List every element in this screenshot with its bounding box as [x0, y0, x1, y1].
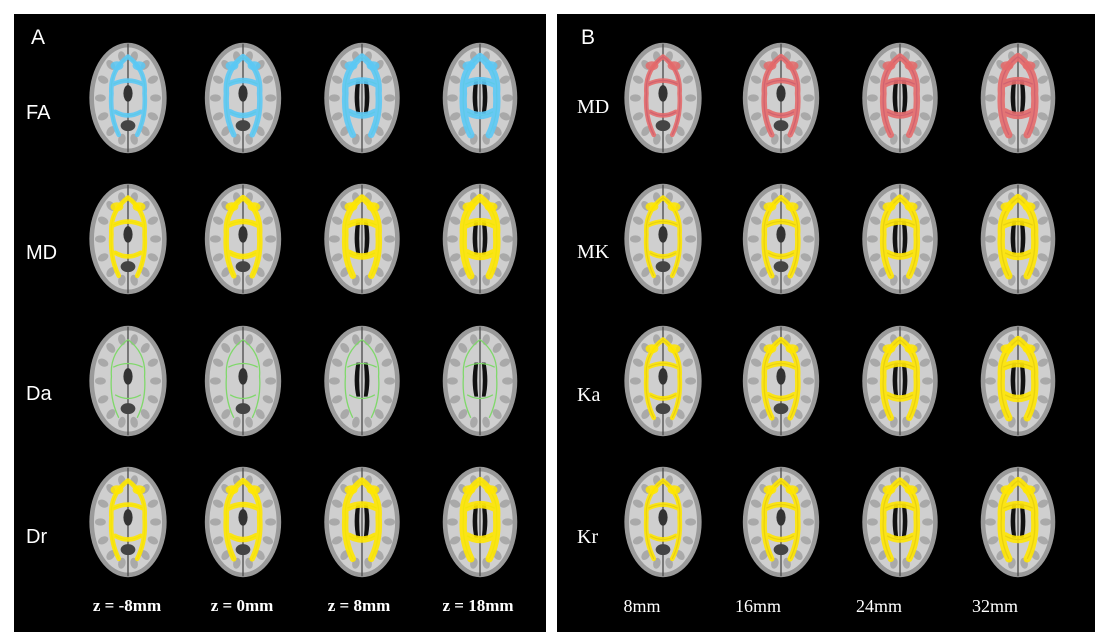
panel-a-row-label-md: MD: [26, 242, 58, 264]
panel-b: B MD MK Ka Kr 8mm 16mm 24mm 32mm: [557, 14, 1095, 632]
panel-b-slice-r2-c1: [617, 179, 709, 299]
panel-a-slice-r3-c2: [197, 321, 289, 441]
panel-a-slice-r1-c2: [197, 38, 289, 158]
panel-a-slice-r3-c4: [434, 321, 526, 441]
panel-b-slice-r4-c1: [617, 462, 709, 582]
panel-b-col-label-3: 24mm: [855, 596, 902, 616]
panel-b-slice-r3-c1: [617, 321, 709, 441]
panel-a-col-label-4: z = 18mm: [442, 596, 514, 615]
panel-b-col-label-2: 16mm: [734, 596, 781, 616]
panel-b-slice-r4-c4: [972, 462, 1064, 582]
panel-b-slice-r1-c4: [972, 38, 1064, 158]
panel-b-row-label-md: MD: [577, 96, 610, 118]
panel-b-slice-r3-c3: [854, 321, 946, 441]
panel-a-slice-r4-c1: [82, 462, 174, 582]
panel-a-row-label-fa: FA: [26, 102, 51, 124]
panel-b-slice-r3-c4: [972, 321, 1064, 441]
panel-a-slice-r1-c3: [316, 38, 408, 158]
panel-a-slice-r4-c2: [197, 462, 289, 582]
panel-b-slice-r2-c2: [735, 179, 827, 299]
panel-b-row-label-ka: Ka: [577, 384, 601, 406]
panel-a-slice-r2-c3: [316, 179, 408, 299]
panel-a-col-label-1: z = -8mm: [92, 596, 162, 615]
panel-b-col-label-1: 8mm: [623, 596, 661, 616]
panel-a-slice-r3-c1: [82, 321, 174, 441]
panel-b-slice-r3-c2: [735, 321, 827, 441]
panel-b-letter: B: [581, 26, 596, 49]
panel-a-slice-r2-c1: [82, 179, 174, 299]
panel-a-slice-r1-c1: [82, 38, 174, 158]
panel-b-slice-r1-c3: [854, 38, 946, 158]
panel-b-slice-r1-c1: [617, 38, 709, 158]
panel-b-slice-r1-c2: [735, 38, 827, 158]
panel-b-slice-r2-c4: [972, 179, 1064, 299]
panel-b-row-label-kr: Kr: [577, 526, 599, 548]
panel-a-col-label-2: z = 0mm: [210, 596, 274, 615]
panel-a-slice-r4-c3: [316, 462, 408, 582]
panel-a-slice-r3-c3: [316, 321, 408, 441]
panel-b-col-label-4: 32mm: [971, 596, 1018, 616]
panel-b-slice-r2-c3: [854, 179, 946, 299]
panel-a-slice-r2-c2: [197, 179, 289, 299]
panel-a-col-label-3: z = 8mm: [327, 596, 391, 615]
panel-a-slice-r1-c4: [434, 38, 526, 158]
panel-a-row-label-da: Da: [26, 383, 52, 405]
panel-a-row-label-dr: Dr: [26, 526, 48, 548]
panel-a-letter: A: [31, 26, 46, 49]
panel-a: A FA MD Da Dr z = -8mm z = 0mm z = 8mm z…: [14, 14, 546, 632]
panel-b-row-label-mk: MK: [577, 241, 610, 263]
panel-a-slice-r2-c4: [434, 179, 526, 299]
panel-b-slice-r4-c2: [735, 462, 827, 582]
panel-a-slice-r4-c4: [434, 462, 526, 582]
panel-b-slice-r4-c3: [854, 462, 946, 582]
